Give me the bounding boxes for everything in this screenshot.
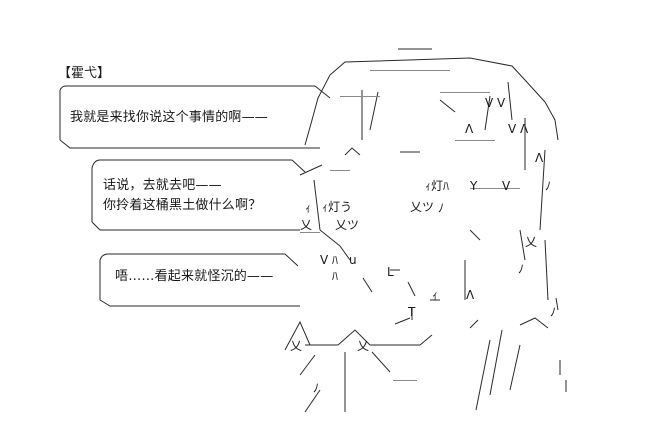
art-glyph: V (508, 122, 517, 136)
art-glyph: 乂ツ (410, 200, 434, 214)
art-glyph: ﾊ (332, 253, 338, 267)
art-glyph: L (387, 265, 394, 279)
art-glyph: ﾊ (332, 269, 338, 283)
art-glyph: Λ (466, 288, 475, 302)
art-glyph: ﾉ (518, 262, 524, 276)
dialogue-line: 唔……看起来就怪沉的—— (115, 269, 274, 284)
speaker-name: 【霍弋】 (58, 66, 111, 81)
art-glyph: Λ (465, 122, 474, 136)
art-glyph: 乂 (300, 218, 312, 232)
art-glyph: u (349, 253, 357, 267)
dialogue-line: 我就是来找你说这个事情的啊—— (70, 110, 269, 125)
art-glyph: ｨ灯ﾊ (425, 179, 449, 193)
art-glyph: Y (469, 179, 478, 193)
art-glyph: Λ (520, 122, 529, 136)
art-glyph: ﾉ (438, 201, 444, 215)
art-glyph: V (320, 253, 329, 267)
dialogue-line: 话说，去就去吧—— (103, 178, 222, 193)
art-glyph: 乂 (290, 339, 302, 353)
art-glyph: ﾉ (313, 381, 319, 395)
speech-bubble-1 (59, 85, 331, 149)
art-glyph: V (485, 96, 494, 110)
art-glyph: T (407, 305, 416, 319)
art-glyph: Λ (535, 151, 544, 165)
dialogue-line: 你拎着这桶黑土做什么啊？ (103, 198, 262, 213)
art-glyph: ｨ (432, 288, 438, 302)
art-glyph: 乂ツ (335, 218, 359, 232)
art-glyph: ｨ灯う (322, 200, 352, 214)
speech-bubble-3 (99, 253, 300, 307)
art-glyph: 乂 (357, 339, 369, 353)
art-glyph: ﾉ (545, 179, 551, 193)
art-glyph: V (497, 96, 506, 110)
art-glyph: V (502, 179, 511, 193)
art-glyph: ﾉ (550, 305, 556, 319)
art-glyph: ｨ (305, 201, 311, 215)
speech-bubble-2 (91, 159, 306, 231)
art-glyph: 乂 (525, 235, 537, 249)
